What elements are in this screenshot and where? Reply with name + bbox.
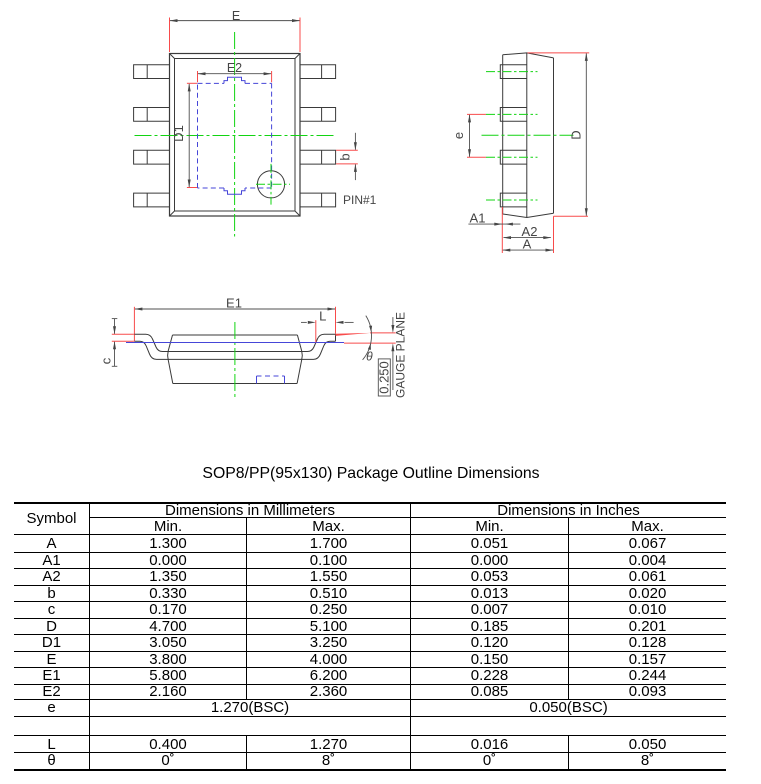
svg-text:θ: θ — [366, 350, 373, 364]
svg-text:b: b — [338, 153, 353, 160]
svg-text:c: c — [98, 357, 113, 364]
svg-text:0.250: 0.250 — [377, 361, 392, 394]
svg-text:E2: E2 — [227, 61, 242, 75]
svg-text:D1: D1 — [171, 125, 186, 142]
svg-text:A2: A2 — [522, 224, 538, 239]
svg-text:E1: E1 — [226, 296, 242, 311]
svg-text:A1: A1 — [470, 211, 486, 226]
svg-text:D: D — [569, 130, 584, 139]
svg-text:e: e — [451, 132, 466, 139]
svg-text:A: A — [523, 237, 532, 252]
svg-text:GAUGE PLANE: GAUGE PLANE — [394, 312, 408, 398]
svg-text:L: L — [319, 309, 326, 324]
svg-text:E: E — [232, 9, 240, 23]
svg-text:PIN#1: PIN#1 — [343, 193, 377, 207]
